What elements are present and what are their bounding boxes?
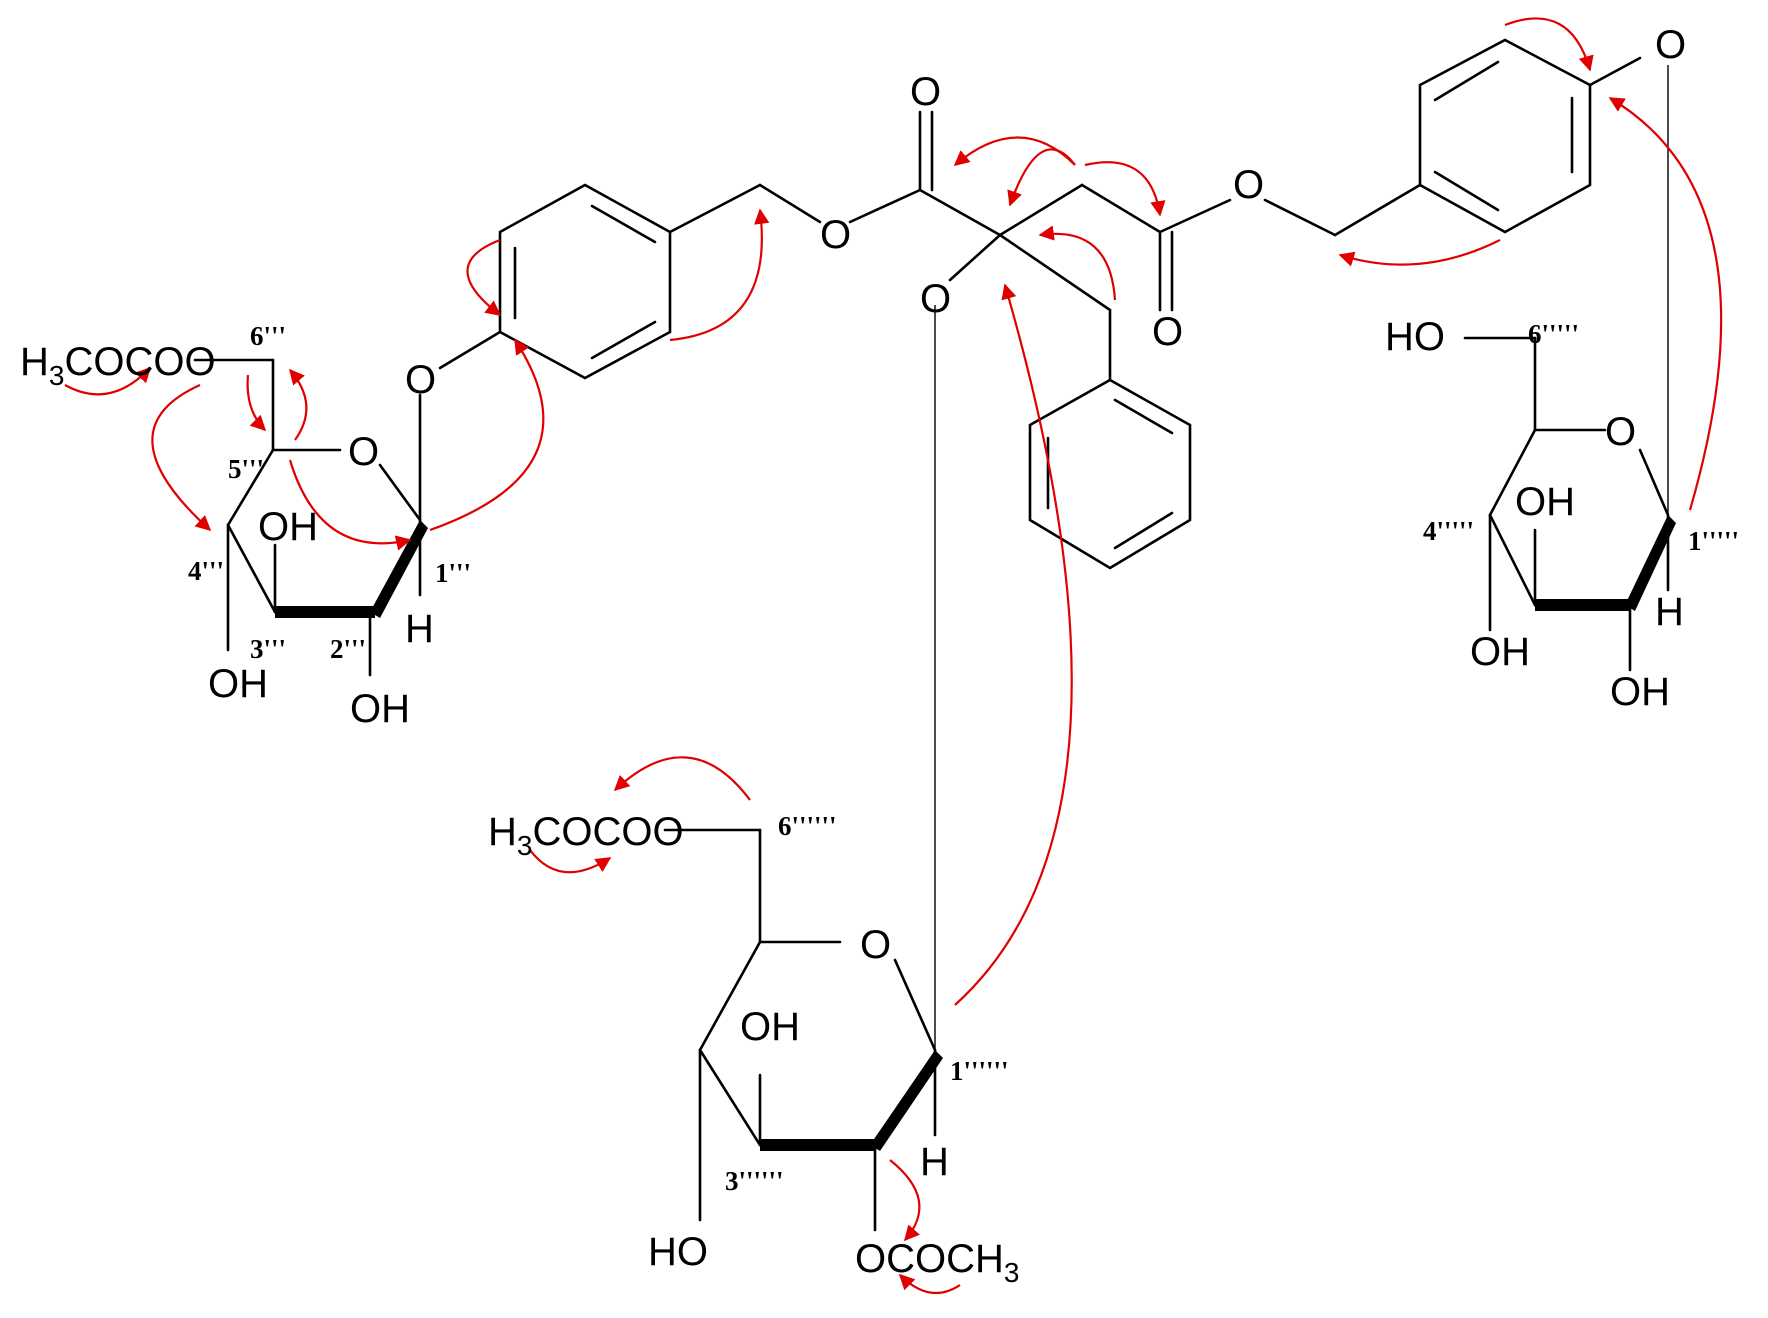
ho-right-c6: HO: [1385, 315, 1445, 359]
locant-5-left: 5''': [228, 454, 264, 484]
hmbc-arrow-19: [889, 1159, 921, 1242]
oh-bottom-c3: OH: [740, 1005, 800, 1049]
hmbc-arrow-8: [466, 238, 502, 316]
locant-3-bottom: 3'''''': [725, 1166, 784, 1196]
hmbc-arrow-9: [669, 208, 770, 342]
bottom-glucose-ring: [698, 940, 943, 1232]
hmbc-arrow-5: [1338, 239, 1501, 267]
oh-right-c4: OH: [1470, 630, 1530, 674]
locant-2-left: 2''': [330, 634, 366, 664]
quat-to-o: [948, 233, 1002, 282]
ester-o-left: O: [820, 213, 851, 257]
ester-o-c-left: [848, 188, 922, 224]
benzyl-ch2-right: [1333, 183, 1422, 237]
locant-6-left: 6''': [250, 321, 286, 351]
aryl-o-bond-left: [438, 330, 502, 370]
ester-o-right: O: [1233, 163, 1264, 207]
locant-6-bottom: 6'''''': [778, 811, 837, 841]
hmbc-arrow-14: [288, 368, 308, 441]
oh-right-c2: OH: [1610, 670, 1670, 714]
hmbc-arrow-3: [1084, 161, 1166, 217]
right-phenyl-ring: [1418, 38, 1592, 234]
hmbc-arrow-13: [246, 374, 267, 432]
oh-left-c2: OH: [350, 687, 410, 731]
left-glucose-ring: [226, 448, 428, 677]
ester-o-bond-left: [758, 183, 822, 224]
hmbc-arrow-17: [613, 756, 751, 801]
right-glucose-ring: [1488, 428, 1676, 672]
quat-ch2-right: [998, 183, 1084, 237]
quaternary-o: O: [920, 277, 951, 321]
aryl-o-right: O: [1655, 23, 1686, 67]
aryl-o-bond-right: [1588, 56, 1642, 87]
ester-o-bond-right: [1263, 198, 1337, 237]
hmbc-arrow-2: [1007, 148, 1076, 207]
hmbc-arrow-10: [429, 338, 545, 532]
ester-o-c-right: [1158, 198, 1232, 234]
aryl-o-left: O: [405, 358, 436, 402]
carbonyl-o-left: O: [910, 70, 941, 114]
atom-labels: O O O O O O O O OH H OH OH H3COCOO HO O …: [20, 23, 1686, 1288]
oh-right-c3: OH: [1515, 480, 1575, 524]
acetoxy-bottom-c6: H3COCOO: [488, 810, 684, 861]
acetoxy-bottom-c2: OCOCH3: [855, 1237, 1019, 1288]
locant-4-left: 4''': [188, 556, 224, 586]
hmbc-arrow-6: [1608, 97, 1723, 511]
hmbc-correlations: [64, 17, 1723, 1295]
h-left-c1: H: [405, 607, 434, 651]
locant-1-right: 1''''': [1688, 526, 1739, 556]
hmbc-arrow-12: [151, 383, 212, 532]
hmbc-arrow-15: [64, 366, 152, 396]
acetoxy-left: H3COCOO: [20, 340, 216, 391]
benzyl-ch2-left: [668, 183, 762, 234]
hmbc-arrow-4: [1038, 225, 1117, 301]
bond-to-quaternary: [918, 188, 1002, 237]
hmbc-arrow-20: [898, 1273, 961, 1295]
ring-o-left: O: [348, 430, 379, 474]
oh-left-c4: OH: [208, 662, 268, 706]
bond-skeleton: [193, 38, 1676, 1232]
quat-to-benzyl-ch2: [998, 233, 1112, 312]
ho-bottom-c4: HO: [648, 1230, 708, 1274]
carbonyl-o-right: O: [1152, 310, 1183, 354]
locant-4-right: 4''''': [1423, 516, 1474, 546]
locant-labels: 6''' 5''' 4''' 3''' 2''' 1''' 6''''' 4''…: [188, 319, 1739, 1196]
locant-6-right: 6''''': [1528, 319, 1579, 349]
locant-3-left: 3''': [250, 634, 286, 664]
hmbc-arrow-16: [954, 283, 1073, 1006]
locant-1-bottom: 1'''''': [950, 1056, 1009, 1086]
ring-o-bottom: O: [860, 923, 891, 967]
hmbc-arrow-11: [288, 459, 412, 551]
h-bottom-c1: H: [920, 1140, 949, 1184]
oh-left-c3: OH: [258, 505, 318, 549]
left-phenyl-ring: [498, 183, 672, 380]
benzyl-phenyl-ring: [1028, 378, 1192, 570]
hmbc-arrow-7: [1504, 17, 1594, 72]
ring-o-right: O: [1605, 410, 1636, 454]
ch2-to-carbonyl-right: [1080, 183, 1162, 234]
h-right-c1: H: [1655, 590, 1684, 634]
locant-1-left: 1''': [435, 558, 471, 588]
hmbc-arrow-18: [529, 849, 612, 874]
